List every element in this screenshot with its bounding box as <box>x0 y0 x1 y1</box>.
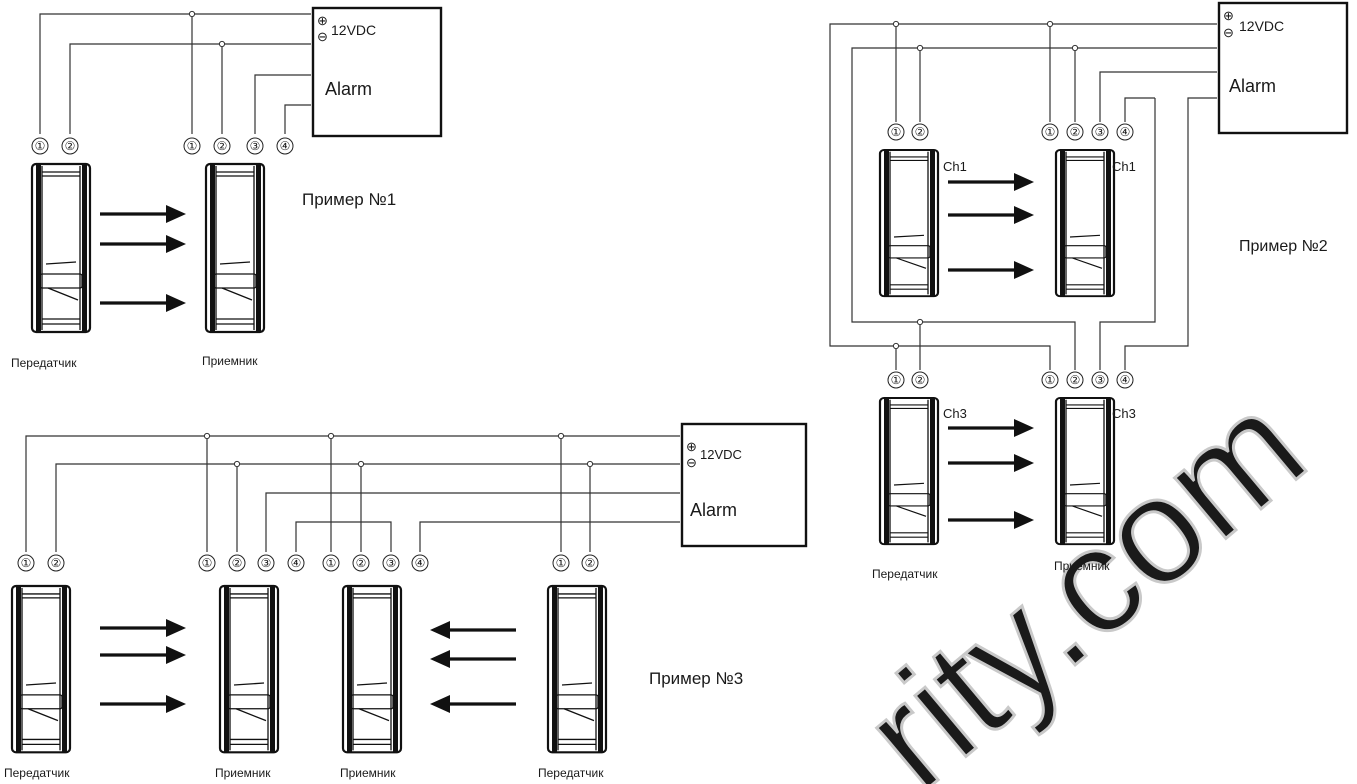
terminal-1: ① <box>21 556 32 570</box>
psu-label-2: 12VDC <box>1239 18 1284 34</box>
receiver-device-1 <box>204 162 266 334</box>
terminal-1: ① <box>891 125 902 139</box>
ch3-label-tx: Ch3 <box>943 406 967 421</box>
receiver-device-3b <box>341 584 403 754</box>
transmitter-label: Передатчик <box>11 356 77 370</box>
plus-symbol: ⊕ <box>686 439 697 454</box>
example-3: ⊕ ⊖ 12VDC Alarm ① ② ① ② ③ ④ ① ② ③ ④ ① ② … <box>4 422 808 780</box>
beam-arrow <box>946 171 1036 193</box>
receiver-label: Приемник <box>202 354 258 368</box>
ch3-label-rx: Ch3 <box>1112 406 1136 421</box>
transmitter-label: Передатчик <box>4 766 70 780</box>
beam-arrow <box>428 619 518 641</box>
beam-arrow <box>98 693 188 715</box>
terminal-4: ④ <box>291 556 302 570</box>
transmitter-label: Передатчик <box>538 766 604 780</box>
terminal-4: ④ <box>280 139 291 153</box>
terminal-1: ① <box>1045 125 1056 139</box>
terminal-4: ④ <box>1120 373 1131 387</box>
transmitter-device-3b <box>546 584 608 754</box>
terminal-1: ① <box>326 556 337 570</box>
transmitter-device-1 <box>30 162 92 334</box>
beam-arrow <box>428 648 518 670</box>
terminal-2: ② <box>232 556 243 570</box>
receiver-label: Приемник <box>340 766 396 780</box>
wires-example-3 <box>25 432 680 552</box>
terminal-2: ② <box>356 556 367 570</box>
receiver-device-ch1 <box>1054 148 1116 298</box>
terminal-2: ② <box>915 125 926 139</box>
ch1-label-rx: Ch1 <box>1112 159 1136 174</box>
receiver-device-ch3 <box>1054 396 1116 546</box>
receiver-label: Приемник <box>1054 559 1110 573</box>
terminal-1: ① <box>35 139 46 153</box>
alarm-box-2 <box>1217 1 1349 135</box>
beam-arrow <box>946 417 1036 439</box>
beam-arrow <box>946 204 1036 226</box>
plus-symbol: ⊕ <box>317 13 328 28</box>
beam-arrow <box>428 693 518 715</box>
terminal-3: ③ <box>250 139 261 153</box>
terminal-1: ① <box>202 556 213 570</box>
alarm-label-2: Alarm <box>1229 76 1276 96</box>
example-2: ⊕ ⊖ 12VDC Alarm ① ② ① ② ③ ④ ① ② ① ② ③ ④ <box>829 1 1349 581</box>
terminal-2: ② <box>51 556 62 570</box>
alarm-label-3: Alarm <box>690 500 737 520</box>
terminal-3: ③ <box>1095 373 1106 387</box>
beam-arrow <box>98 292 188 314</box>
transmitter-label: Передатчик <box>872 567 938 581</box>
beam-arrow <box>98 644 188 666</box>
terminal-2: ② <box>585 556 596 570</box>
terminals-example-2-top: ① ② ① ② ③ ④ <box>887 123 1134 141</box>
terminal-1: ① <box>187 139 198 153</box>
wires-example-2 <box>829 20 1217 370</box>
terminal-2: ② <box>1070 373 1081 387</box>
psu-label-3: 12VDC <box>700 447 742 462</box>
minus-symbol: ⊖ <box>686 455 697 470</box>
plus-symbol: ⊕ <box>1223 8 1234 23</box>
transmitter-device-ch1 <box>878 148 940 298</box>
terminals-example-2-bottom: ① ② ① ② ③ ④ <box>887 371 1134 389</box>
terminals-example-1: ① ② ① ② ③ ④ <box>31 137 294 155</box>
terminal-2: ② <box>65 139 76 153</box>
terminal-1: ① <box>891 373 902 387</box>
psu-label-1: 12VDC <box>331 22 376 38</box>
terminal-1: ① <box>556 556 567 570</box>
example-2-label: Пример №2 <box>1239 238 1328 255</box>
transmitter-device-ch3 <box>878 396 940 546</box>
beam-arrow <box>98 617 188 639</box>
example-1: ⊕ ⊖ 12VDC Alarm ① ② ① ② ③ ④ Пример №1 Пе… <box>11 6 443 370</box>
terminals-example-3: ① ② ① ② ③ ④ ① ② ③ ④ ① ② <box>17 554 599 572</box>
beam-arrow <box>946 259 1036 281</box>
minus-symbol: ⊖ <box>317 29 328 44</box>
ch1-label-tx: Ch1 <box>943 159 967 174</box>
terminal-2: ② <box>915 373 926 387</box>
minus-symbol: ⊖ <box>1223 25 1234 40</box>
terminal-2: ② <box>217 139 228 153</box>
beam-arrow <box>946 509 1036 531</box>
terminal-1: ① <box>1045 373 1056 387</box>
terminal-4: ④ <box>415 556 426 570</box>
example-1-label: Пример №1 <box>302 190 396 209</box>
alarm-box-1 <box>311 6 443 138</box>
beam-arrow <box>98 203 188 225</box>
alarm-box-3 <box>680 422 808 548</box>
transmitter-device-3a <box>10 584 72 754</box>
terminal-3: ③ <box>261 556 272 570</box>
alarm-label-1: Alarm <box>325 79 372 99</box>
receiver-device-3a <box>218 584 280 754</box>
beam-arrow <box>946 452 1036 474</box>
beam-arrow <box>98 233 188 255</box>
example-3-label: Пример №3 <box>649 669 743 688</box>
wires-example-1 <box>39 10 311 134</box>
terminal-3: ③ <box>386 556 397 570</box>
terminal-2: ② <box>1070 125 1081 139</box>
terminal-3: ③ <box>1095 125 1106 139</box>
receiver-label: Приемник <box>215 766 271 780</box>
terminal-4: ④ <box>1120 125 1131 139</box>
